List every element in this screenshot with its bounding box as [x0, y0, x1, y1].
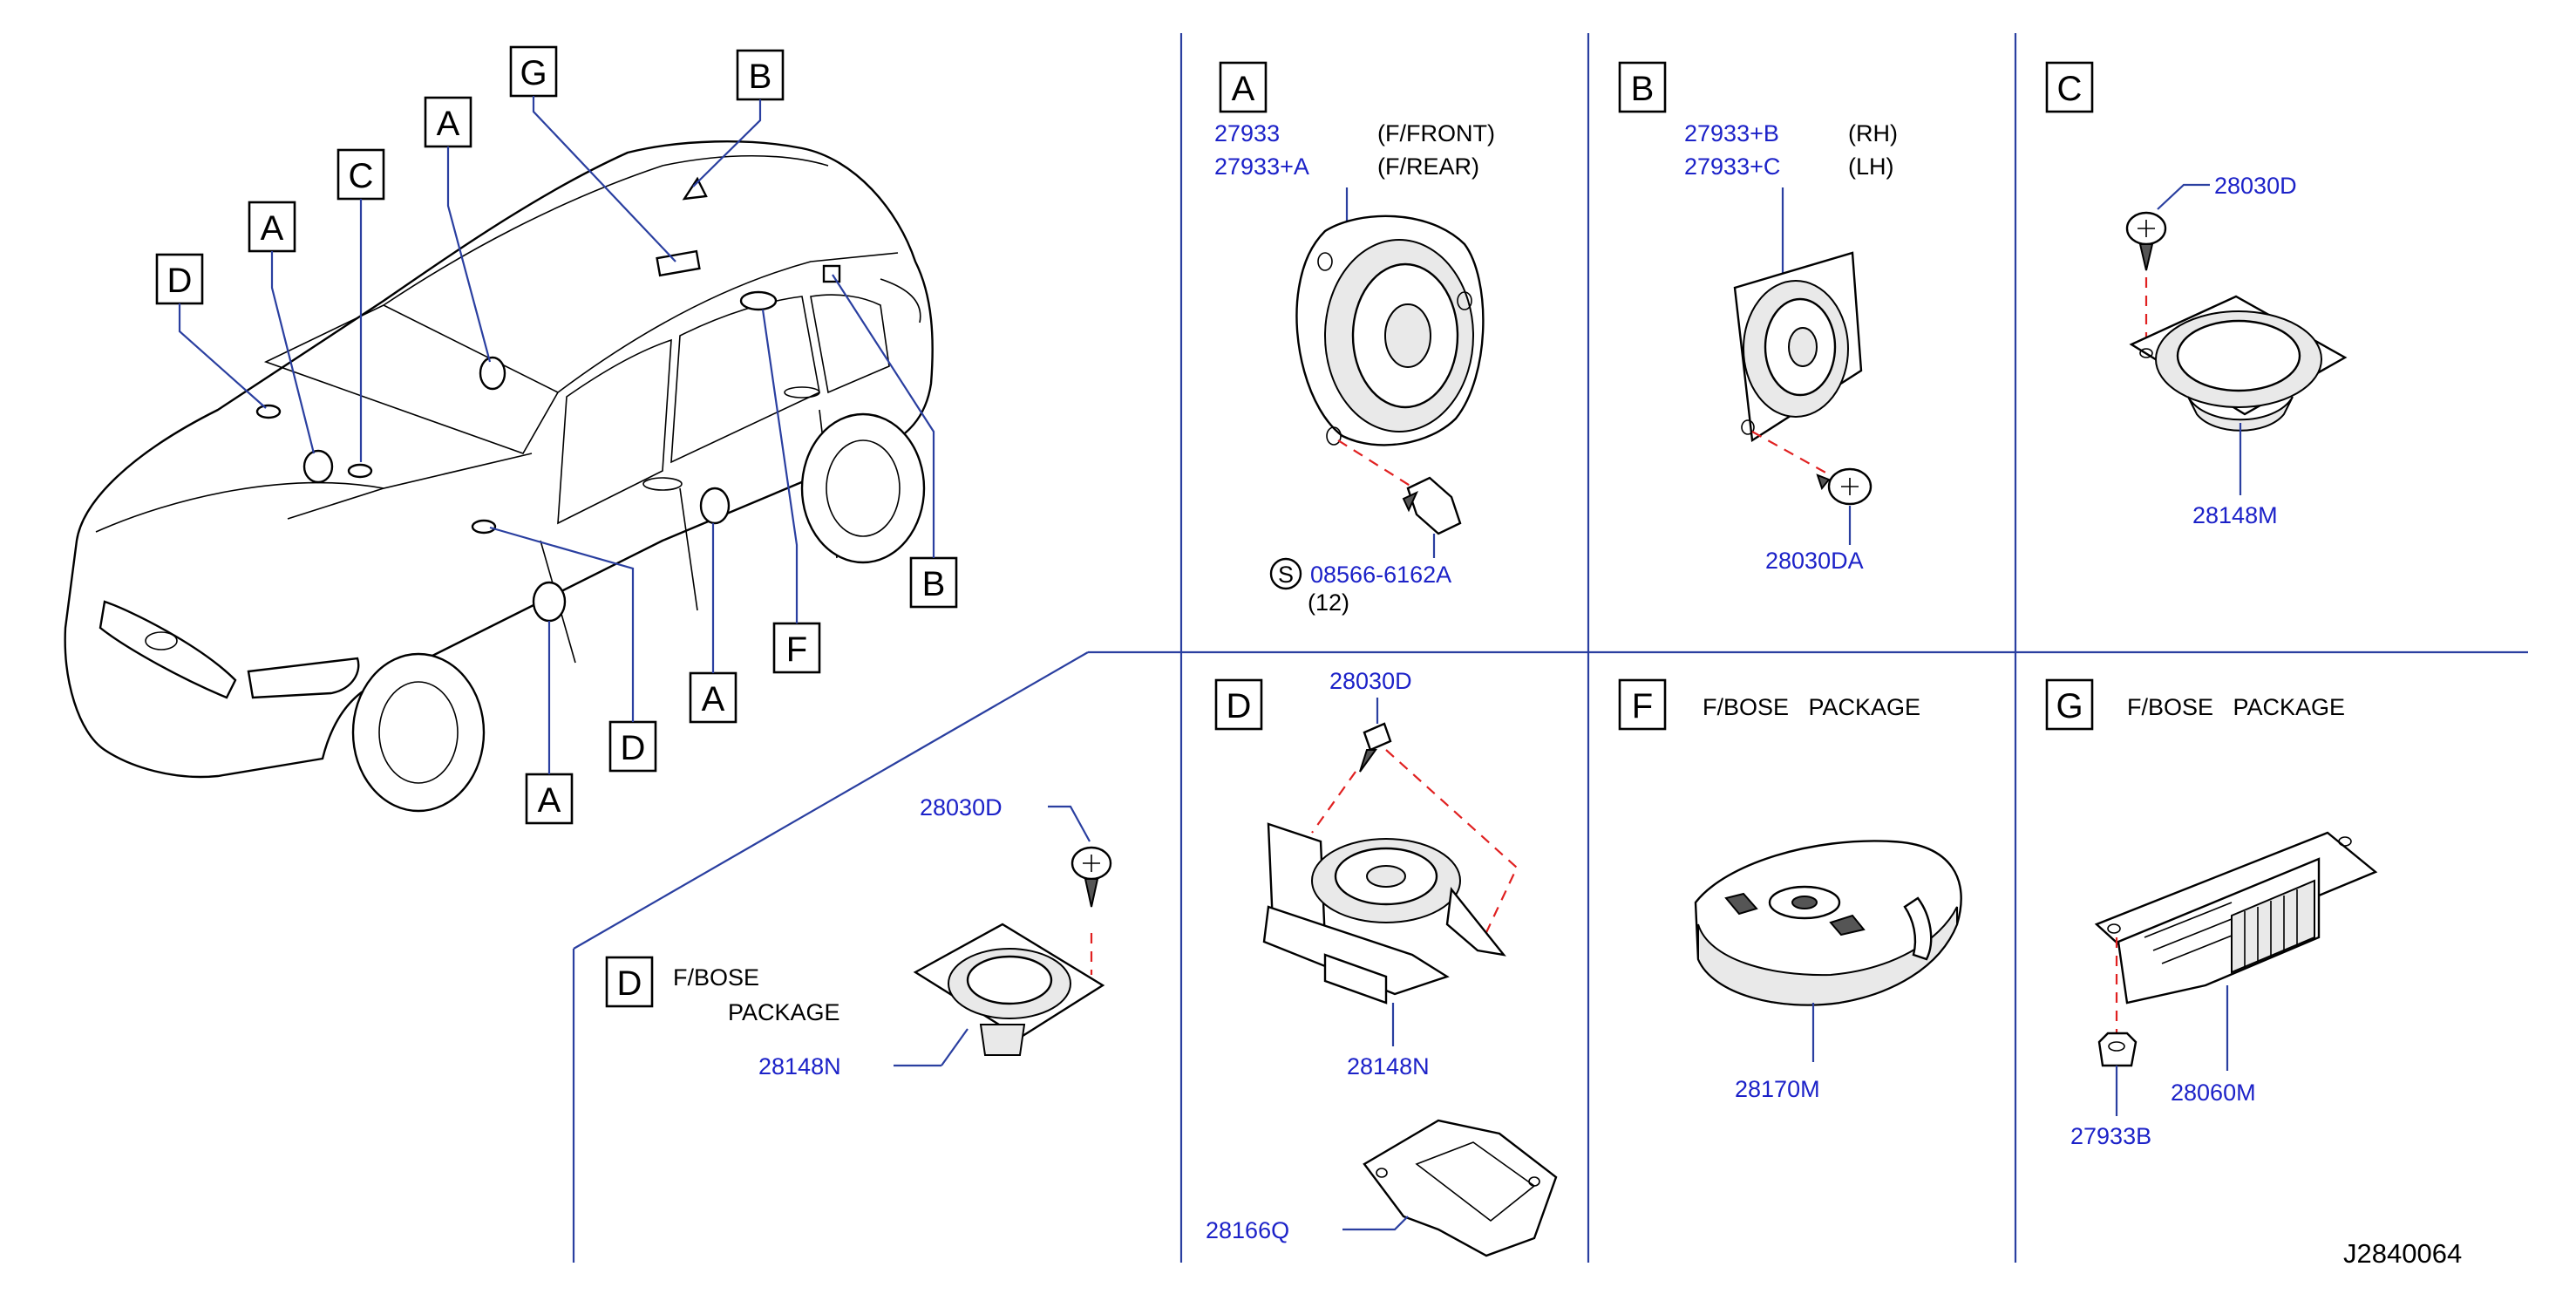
- section-d-label: D: [1227, 687, 1252, 725]
- section-d-screw-pn: 28030D: [1329, 668, 1412, 694]
- section-a-pn-1: 27933: [1214, 120, 1280, 146]
- section-g: G F/BOSE PACKAGE 27933B 28060M: [2045, 678, 2378, 1149]
- section-g-nut-pn: 27933B: [2070, 1123, 2151, 1149]
- callout-g-letter: G: [520, 54, 547, 92]
- section-b-pn-2: 27933+C: [1684, 153, 1780, 180]
- callout-a-bottom-letter: A: [538, 781, 561, 820]
- section-d-bracket-pn: 28166Q: [1206, 1217, 1289, 1243]
- vehicle-illustration: [64, 140, 934, 813]
- section-f-title: F/BOSE PACKAGE: [1703, 694, 1920, 720]
- callout-a-mid: A: [689, 523, 737, 724]
- section-d-bose: D F/BOSE PACKAGE 28030D 28148N: [605, 794, 1112, 1079]
- section-a-label: A: [1232, 70, 1255, 108]
- callout-d-bottom: D: [489, 526, 657, 773]
- section-b-pn-1: 27933+B: [1684, 120, 1779, 146]
- section-d-bose-screw-pn: 28030D: [920, 794, 1003, 821]
- callout-f-letter: F: [786, 630, 807, 669]
- section-d-bose-title-2: PACKAGE: [728, 999, 840, 1025]
- callout-b-top: B: [692, 49, 785, 187]
- section-a-screw-pn: 08566-6162A: [1310, 562, 1451, 588]
- section-g-label: G: [2056, 687, 2083, 725]
- section-f: F F/BOSE PACKAGE 28170M: [1618, 678, 1962, 1102]
- section-a: A 27933 (F/FRONT) 27933+A (F/REAR) S 085…: [1214, 61, 1495, 616]
- section-b-label: B: [1631, 70, 1655, 108]
- section-a-note-1: (F/FRONT): [1377, 120, 1495, 146]
- section-b-screw-pn: 28030DA: [1765, 548, 1864, 574]
- callout-b-top-letter: B: [749, 58, 772, 96]
- car-callouts: G B A C A D B: [155, 45, 958, 825]
- section-c: C 28030D 28148M: [2045, 61, 2348, 528]
- callout-g: G: [509, 45, 676, 262]
- diagram-id: J2840064: [2343, 1238, 2462, 1269]
- callout-d-bottom-letter: D: [621, 729, 646, 767]
- section-c-screw-pn: 28030D: [2214, 173, 2297, 199]
- section-a-screw-qty: (12): [1308, 589, 1349, 616]
- callout-a-left: A: [248, 201, 316, 454]
- section-f-part-pn: 28170M: [1735, 1076, 1820, 1102]
- callout-d-left: D: [155, 253, 267, 409]
- section-dividers: [572, 33, 2528, 1263]
- section-b-note-1: (RH): [1848, 120, 1898, 146]
- section-g-title: F/BOSE PACKAGE: [2127, 694, 2345, 720]
- section-f-label: F: [1632, 687, 1653, 725]
- callout-a-top-letter: A: [437, 105, 460, 143]
- section-d-bose-speaker-pn: 28148N: [758, 1053, 841, 1079]
- section-g-amp-pn: 28060M: [2171, 1079, 2256, 1106]
- section-a-screw-symbol: S: [1278, 562, 1294, 588]
- callout-c: C: [336, 148, 385, 462]
- section-c-speaker-pn: 28148M: [2192, 502, 2278, 528]
- callout-a-top: A: [424, 96, 492, 363]
- callout-c-letter: C: [349, 157, 374, 195]
- callout-f: F: [761, 309, 821, 674]
- callout-a-bottom: A: [525, 621, 574, 825]
- section-b-note-2: (LH): [1848, 153, 1894, 180]
- callout-a-left-letter: A: [261, 209, 284, 248]
- callout-b-right: B: [832, 274, 958, 609]
- section-d-speaker-pn: 28148N: [1347, 1053, 1430, 1079]
- section-a-pn-2: 27933+A: [1214, 153, 1309, 180]
- callout-b-right-letter: B: [922, 565, 946, 603]
- section-a-note-2: (F/REAR): [1377, 153, 1479, 180]
- section-c-label: C: [2057, 70, 2083, 108]
- callout-a-mid-letter: A: [702, 680, 725, 719]
- section-d-bose-label: D: [617, 964, 642, 1003]
- section-d: D 28030D 28148N 28166Q: [1206, 668, 1558, 1257]
- section-b: B 27933+B (RH) 27933+C (LH) 28030DA: [1618, 61, 1898, 574]
- callout-d-left-letter: D: [167, 262, 193, 300]
- section-d-bose-title-1: F/BOSE: [673, 964, 759, 991]
